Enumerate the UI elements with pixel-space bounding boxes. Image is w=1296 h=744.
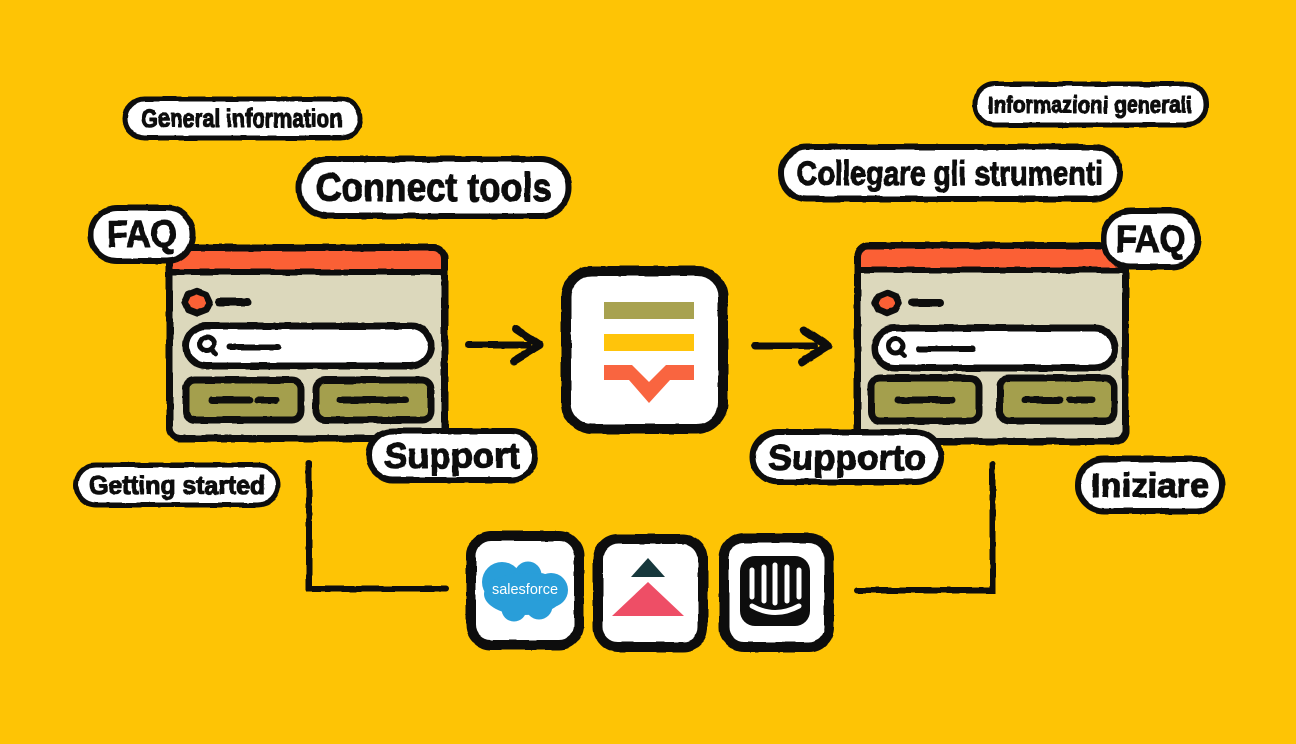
- svg-text:FAQ: FAQ: [1116, 219, 1186, 261]
- svg-text:Informazioni generali: Informazioni generali: [988, 92, 1192, 119]
- svg-text:Support: Support: [384, 435, 520, 476]
- svg-text:Connect tools: Connect tools: [316, 166, 552, 210]
- svg-text:Iniziare: Iniziare: [1091, 467, 1209, 505]
- svg-text:Supporto: Supporto: [768, 437, 926, 478]
- svg-text:Collegare gli strumenti: Collegare gli strumenti: [797, 155, 1103, 193]
- svg-text:FAQ: FAQ: [107, 214, 177, 256]
- svg-text:Getting started: Getting started: [89, 470, 265, 500]
- svg-text:General information: General information: [142, 103, 343, 133]
- svg-text:salesforce: salesforce: [492, 582, 558, 598]
